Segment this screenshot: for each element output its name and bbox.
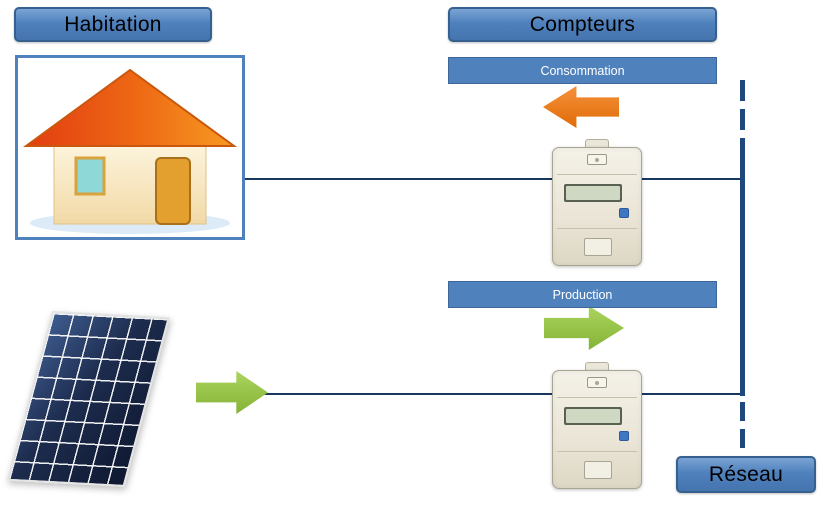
habitation-box [15,55,245,240]
consommation-label: Consommation [448,57,717,84]
production-label: Production [448,281,717,308]
consommation-label-text: Consommation [540,63,625,78]
production-meter-icon [552,362,642,489]
compteurs-label: Compteurs [448,7,717,42]
grid-line-solid [740,138,745,396]
meter-blue-button [619,431,629,441]
consumption-arrow-icon [543,86,619,128]
meter-body [552,370,642,489]
panel-output-arrow-icon [196,371,268,414]
meter-screw-dot [595,380,599,385]
meter-seam [557,397,637,398]
meter-seam [557,174,637,175]
meter-seam [557,451,637,452]
habitation-label-text: Habitation [64,12,162,36]
meter-bottom-window [584,238,612,256]
meter-screw-window [587,154,607,165]
habitation-label: Habitation [14,7,212,42]
meter-bottom-window [584,461,612,479]
consumption-meter-icon [552,139,642,266]
meter-lcd-screen [566,186,620,200]
production-label-text: Production [552,287,613,302]
reseau-label-text: Réseau [708,462,784,486]
meter-blue-button [619,208,629,218]
meter-lcd-display [564,184,622,202]
house-icon [22,68,238,234]
meter-lcd-display [564,407,622,425]
solar-panel-icon [6,310,170,487]
grid-line-dashed-bottom [740,402,745,454]
meter-seam [557,228,637,229]
meter-top-tab [585,139,609,149]
production-arrow-icon [544,306,624,350]
house-to-grid-line [244,178,742,180]
compteurs-label-text: Compteurs [529,12,636,36]
meter-screw-dot [595,157,599,162]
meter-lcd-screen [566,409,620,423]
meter-top-tab [585,362,609,372]
reseau-label: Réseau [676,456,816,493]
meter-screw-window [587,377,607,388]
grid-line-dashed-top [740,80,745,136]
meter-body [552,147,642,266]
panel-to-grid-line [264,393,742,395]
